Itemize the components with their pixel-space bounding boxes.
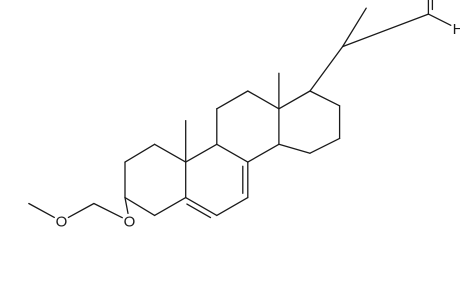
bond-ring-c (216, 90, 249, 110)
bond-ring-a (124, 196, 156, 217)
bond-ring-d (278, 143, 311, 154)
bond-ring-b (216, 196, 249, 217)
side-chain-bond (341, 7, 367, 48)
bond-ring-c (247, 90, 280, 110)
ether-bond (28, 202, 55, 219)
bond-ring-d (309, 90, 341, 107)
aldehyde-h-bond (427, 13, 452, 26)
ether-oxygen-label: O (124, 213, 136, 230)
ether-oxygen-label: O (56, 213, 68, 230)
bond-ring-a (153, 196, 187, 217)
ether-bond (67, 202, 95, 219)
ether-bond (124, 196, 129, 215)
bond-ring-d (309, 137, 341, 154)
bond-ring-d (278, 90, 311, 110)
bond-ring-b (185, 196, 218, 217)
double-bond-ring-b (186, 203, 212, 219)
ether-bond (93, 202, 123, 219)
bond-ring-b (216, 143, 249, 163)
side-chain-bond (309, 45, 344, 92)
bond-ring-c (247, 143, 280, 163)
aldehyde-hydrogen-label: H (453, 21, 460, 38)
bond-ring-b (185, 143, 218, 163)
bond-ring-a (153, 143, 187, 163)
bond-ring-a (124, 143, 156, 163)
side-chain-bond (341, 13, 430, 48)
